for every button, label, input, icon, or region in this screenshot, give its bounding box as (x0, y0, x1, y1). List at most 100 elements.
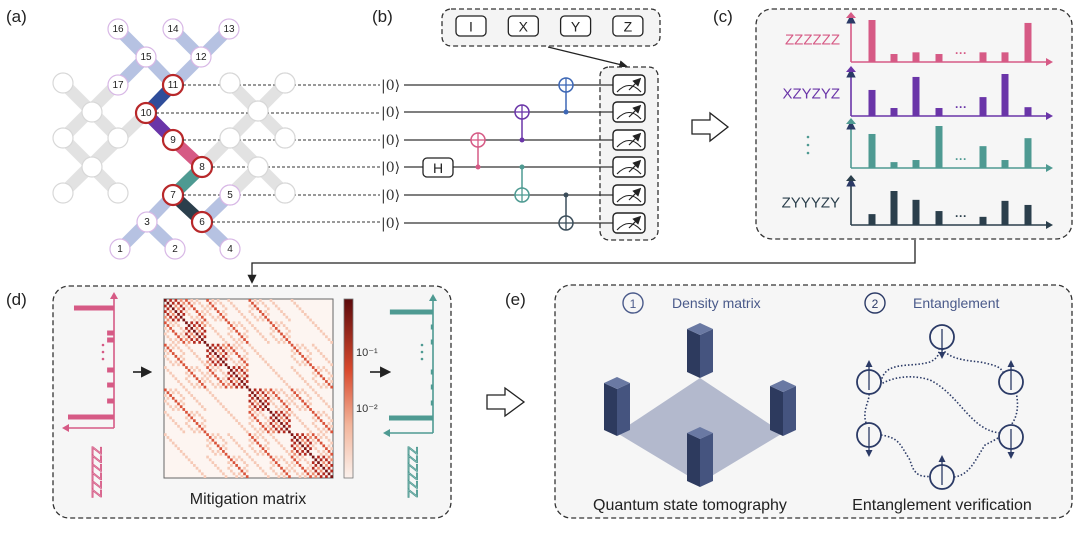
matrix-cell (243, 427, 246, 431)
matrix-cell (185, 388, 188, 392)
mitigation-caption: Mitigation matrix (190, 491, 306, 508)
inactive-qubit (81, 101, 103, 123)
matrix-cell (245, 335, 249, 339)
matrix-cell (171, 441, 175, 445)
matrix-cell (259, 299, 262, 302)
y-axis-arrowhead (846, 66, 856, 72)
matrix-cell (193, 374, 196, 378)
qubit-node (219, 184, 241, 206)
matrix-cell (185, 310, 188, 313)
matrix-cell (269, 321, 273, 325)
matrix-cell (166, 352, 170, 355)
matrix-cell (206, 299, 209, 302)
matrix-cell (171, 318, 175, 322)
matrix-cell (203, 385, 207, 389)
matrix-cell (264, 388, 267, 392)
matrix-cell (280, 405, 283, 409)
matrix-cell (174, 388, 178, 392)
matrix-cell (319, 430, 323, 434)
panel-label-e: (e) (505, 290, 526, 309)
matrix-cell (251, 307, 254, 311)
matrix-cell (253, 405, 257, 409)
matrix-cell (259, 388, 262, 392)
matrix-cell (277, 458, 281, 462)
matrix-cell (290, 388, 294, 392)
matrix-cell (243, 450, 246, 453)
matrix-cell (222, 304, 225, 308)
matrix-cell (230, 469, 233, 473)
matrix-cell (169, 321, 172, 325)
matrix-cell (174, 299, 178, 302)
matrix-cell (216, 349, 220, 353)
matrix-cell (259, 315, 262, 319)
matrix-cell (232, 472, 236, 476)
matrix-cell (211, 326, 215, 330)
matrix-cell (193, 301, 196, 305)
matrix-cell (214, 396, 217, 400)
matrix-cell (227, 343, 231, 347)
matrix-cell (309, 447, 312, 451)
matrix-cell (311, 444, 315, 448)
matrix-cell (293, 441, 297, 445)
matrix-cell (193, 324, 196, 327)
matrix-cell (198, 424, 201, 428)
matrix-cell (208, 301, 212, 305)
matrix-cell (261, 391, 265, 395)
dist-bar (890, 108, 898, 116)
matrix-cell (179, 382, 183, 386)
matrix-cell (303, 312, 307, 316)
matrix-cell (253, 388, 257, 392)
matrix-cell (327, 360, 331, 364)
matrix-cell (303, 475, 307, 478)
basis-row-label: XZYZYZ (782, 86, 840, 103)
matrix-cell (222, 472, 225, 476)
matrix-cell (193, 413, 196, 417)
matrix-cell (214, 352, 217, 355)
matrix-cell (219, 352, 223, 355)
matrix-cell (166, 318, 170, 322)
matrix-cell (200, 304, 204, 308)
matrix-cell (311, 433, 315, 437)
matrix-cell (280, 377, 283, 381)
matrix-cell (237, 366, 241, 369)
matrix-cell (309, 436, 312, 439)
matrix-cell (216, 450, 220, 453)
matrix-cell (224, 408, 228, 411)
matrix-cell (190, 427, 194, 431)
matrix-cell (171, 419, 175, 423)
matrix-cell (206, 388, 209, 392)
inactive-qubit (107, 127, 129, 149)
matrix-cell (272, 396, 275, 400)
matrix-cell (245, 430, 249, 434)
dist-bar (868, 20, 876, 62)
matrix-cell (237, 466, 241, 470)
matrix-cell (187, 307, 191, 311)
matrix-cell (309, 352, 312, 355)
basis-label: I (469, 19, 473, 35)
matrix-cell (200, 310, 204, 313)
matrix-cell (200, 472, 204, 476)
matrix-cell (166, 335, 170, 339)
matrix-cell (311, 455, 315, 459)
matrix-cell (301, 388, 304, 392)
matrix-cell (219, 301, 223, 305)
matrix-cell (327, 382, 331, 386)
density-bar-top (604, 377, 630, 389)
matrix-cell (274, 410, 278, 414)
dist-bar (912, 76, 920, 116)
matrix-cell (222, 382, 225, 386)
matrix-cell (288, 413, 291, 417)
matrix-cell (274, 405, 278, 409)
matrix-cell (177, 301, 180, 305)
matrix-cell (274, 461, 278, 465)
matrix-cell (282, 469, 286, 473)
matrix-cell (193, 318, 196, 322)
matrix-cell (195, 410, 199, 414)
matrix-cell (235, 380, 238, 383)
matrix-cell (235, 385, 238, 389)
matrix-cell (288, 469, 291, 473)
matrix-cell (190, 315, 194, 319)
basis-button-z (612, 15, 644, 37)
qubit-node (107, 74, 129, 96)
matrix-cell (166, 391, 170, 395)
